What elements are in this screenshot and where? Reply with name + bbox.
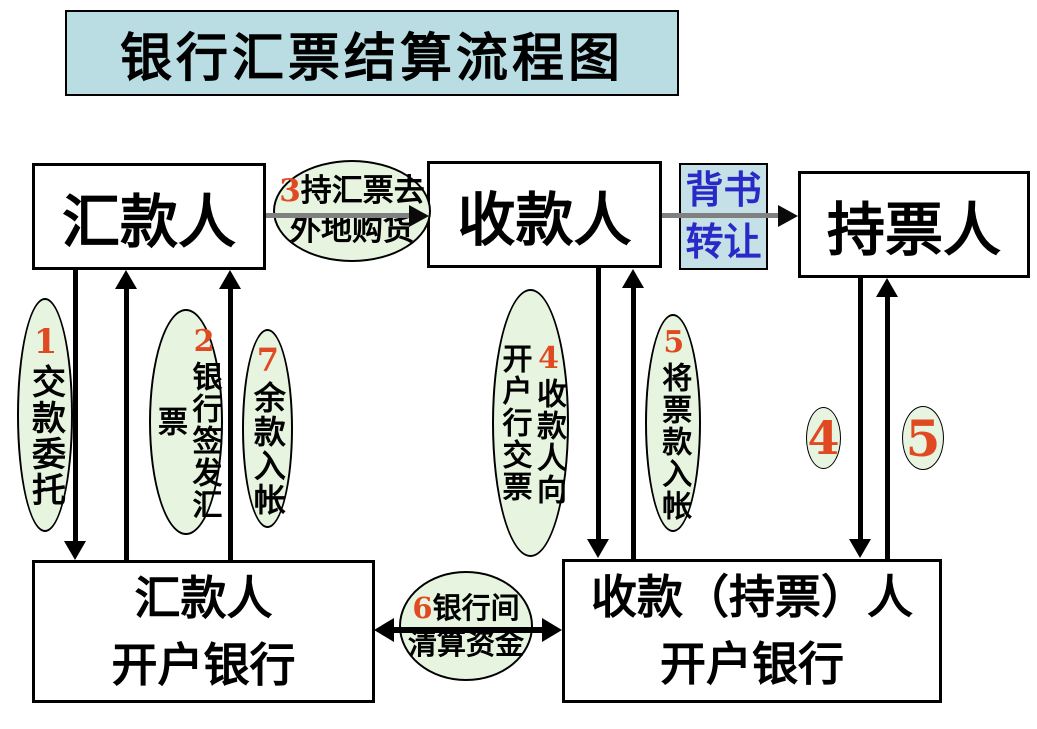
node-payee-label: 收款人 — [457, 185, 632, 254]
step5-marker: 5 — [905, 408, 941, 468]
step6-label: 6银行间 清算资金 — [408, 590, 524, 663]
step4-label: 4收款人向开户行交票 — [496, 333, 567, 513]
step2-label: 2银行签发汇票 — [152, 311, 222, 533]
endorsement-line2: 转让 — [685, 219, 762, 264]
arrow-step6-head-right — [542, 618, 562, 642]
endorsement-line1: 背书 — [685, 168, 762, 213]
arrow-bearer-up-line — [885, 296, 890, 559]
arrow-step2-line — [124, 288, 129, 560]
arrow-step5-line — [631, 287, 636, 559]
payee-bank-line1: 收款（持票）人 — [591, 570, 913, 625]
arrow-endorse-head — [778, 205, 798, 227]
arrow-step7-head-up — [219, 270, 241, 289]
step5-number: 5 — [656, 324, 692, 362]
step7-text: 余款入帐 — [248, 380, 287, 517]
step7-label: 7余款入帐 — [248, 340, 287, 517]
arrow-step4-head-down — [587, 539, 609, 558]
arrow-step6-line — [390, 627, 546, 633]
page-title: 银行汇票结算流程图 — [119, 28, 624, 89]
step1-label: 1交款委托 — [25, 322, 66, 508]
step5-ellipse: 5将票款入帐 — [645, 314, 701, 532]
step4-text: 收款人向开户行交票 — [496, 343, 567, 506]
arrow-step3-head — [409, 205, 429, 227]
remitter-bank-line1: 汇款人 — [134, 570, 273, 625]
arrow-bearer-down-head — [849, 539, 871, 558]
payee-bank-line2: 开户银行 — [660, 637, 844, 691]
step6-ellipse: 6银行间 清算资金 — [399, 571, 533, 681]
step5-label: 5将票款入帐 — [656, 325, 691, 522]
step6-number: 6 — [412, 590, 433, 625]
arrow-step4-line — [596, 268, 601, 541]
step1-ellipse: 1交款委托 — [17, 298, 73, 532]
node-payee: 收款人 — [427, 161, 662, 268]
step4-ellipse: 4收款人向开户行交票 — [492, 289, 569, 557]
arrow-step6-head-left — [374, 618, 394, 642]
remitter-bank-line2: 开户银行 — [111, 637, 296, 692]
step1-number: 1 — [25, 322, 66, 364]
step4-number: 4 — [531, 340, 566, 378]
step6-line1: 银行间 — [432, 590, 520, 625]
arrow-step5-head-up — [622, 269, 644, 288]
step3-line2: 外地购货 — [289, 212, 414, 248]
node-remitter-bank: 汇款人 开户银行 — [32, 560, 375, 703]
step4-marker-ellipse: 4 — [806, 407, 841, 469]
arrow-step3-line — [266, 213, 412, 218]
node-bearer: 持票人 — [798, 171, 1030, 278]
node-remitter-label: 汇款人 — [61, 187, 236, 256]
arrow-step1-line — [73, 270, 78, 542]
step7-ellipse: 7余款入帐 — [242, 329, 293, 528]
arrow-step7-line — [228, 288, 233, 560]
node-payee-bank: 收款（持票）人 开户银行 — [562, 559, 942, 703]
node-bearer-label: 持票人 — [826, 195, 1001, 264]
step3-line1: 持汇票去 — [300, 173, 425, 210]
step5-text: 将票款入帐 — [656, 361, 692, 522]
step2-ellipse: 2银行签发汇票 — [149, 309, 223, 535]
arrow-endorse-line — [662, 213, 780, 218]
step5-marker-ellipse: 5 — [902, 406, 944, 470]
step2-number: 2 — [186, 323, 222, 361]
step3-ellipse: 3持汇票去 外地购货 — [273, 160, 431, 262]
arrow-step2-head-up — [115, 270, 137, 289]
step2-text: 银行签发汇票 — [152, 360, 222, 521]
step4-marker: 4 — [807, 411, 840, 465]
step1-text: 交款委托 — [25, 364, 66, 508]
arrow-bearer-up-head — [876, 278, 898, 297]
arrow-step1-head-down — [64, 541, 86, 560]
step7-number: 7 — [248, 340, 287, 381]
node-remitter: 汇款人 — [32, 163, 266, 270]
title-box: 银行汇票结算流程图 — [65, 10, 679, 96]
arrow-bearer-down-line — [858, 278, 863, 541]
step3-label: 3持汇票去 外地购货 — [279, 172, 425, 250]
step3-number: 3 — [279, 173, 301, 210]
